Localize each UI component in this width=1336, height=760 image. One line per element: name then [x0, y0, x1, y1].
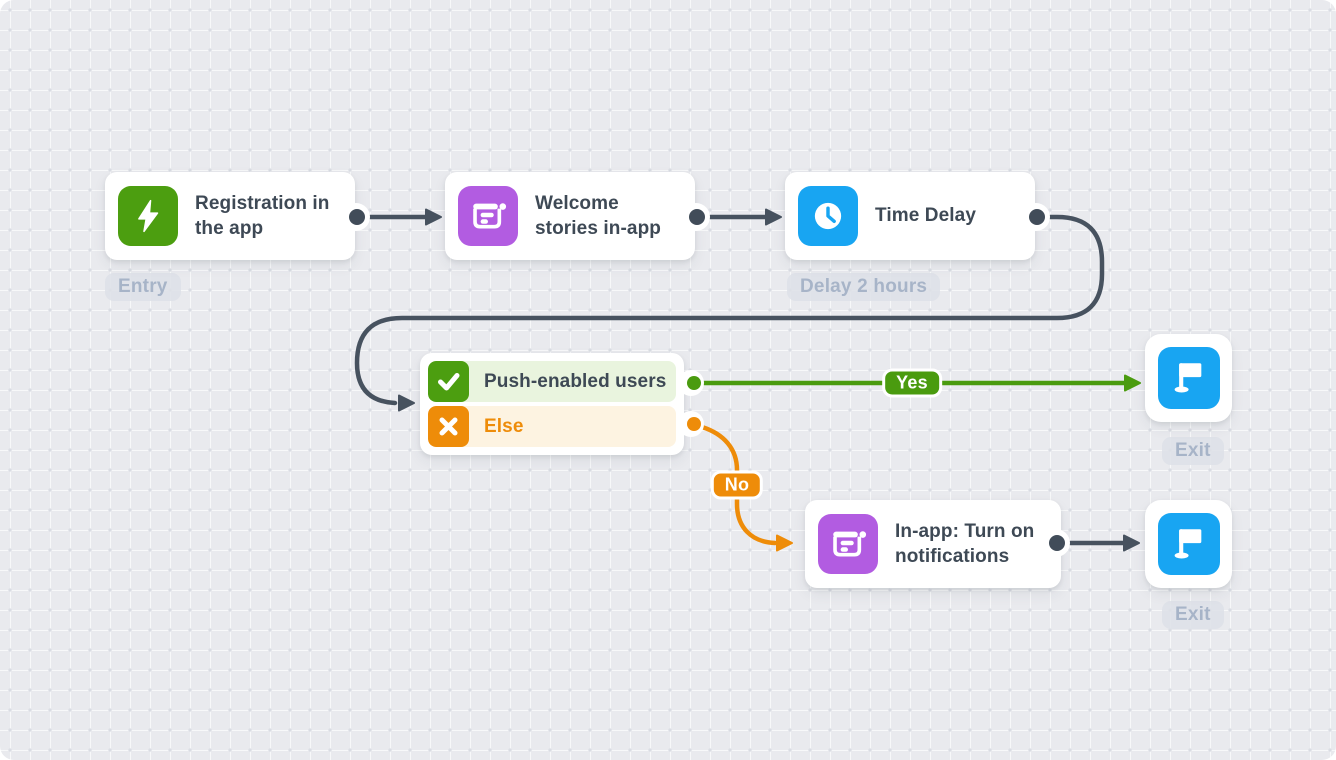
- node-exit-bottom[interactable]: [1145, 500, 1232, 588]
- node-title: In-app: Turn on notifications: [895, 520, 1035, 567]
- node-exit-top[interactable]: [1145, 334, 1232, 422]
- delay-badge: Delay 2 hours: [787, 273, 941, 301]
- node-inapp-notifications[interactable]: In-app: Turn on notifications: [805, 500, 1061, 588]
- arrowhead-icon: [425, 208, 442, 226]
- arrowhead-icon: [398, 394, 415, 412]
- node-title: Welcome stories in-app: [535, 192, 661, 239]
- port-condition-yes-out[interactable]: [687, 376, 701, 390]
- node-welcome-stories[interactable]: Welcome stories in-app: [445, 172, 695, 260]
- lightning-icon: [118, 186, 178, 246]
- in-app-message-icon: [458, 186, 518, 246]
- exit-badge: Exit: [1162, 437, 1224, 465]
- in-app-message-icon: [818, 514, 878, 574]
- clock-icon: [798, 186, 858, 246]
- node-condition[interactable]: Push-enabled users Else: [420, 353, 684, 455]
- arrowhead-icon: [765, 208, 782, 226]
- check-icon: [428, 361, 469, 402]
- entry-badge: Entry: [105, 273, 181, 301]
- branch-label: Else: [484, 415, 524, 437]
- cross-icon: [428, 406, 469, 447]
- node-registration[interactable]: Registration in the app: [105, 172, 355, 260]
- yes-connector-label: Yes: [882, 368, 942, 398]
- flag-icon: [1157, 347, 1220, 409]
- arrowhead-icon: [776, 534, 793, 552]
- arrowhead-icon: [1124, 374, 1141, 392]
- node-title: Registration in the app: [195, 192, 330, 239]
- condition-branch-yes[interactable]: Push-enabled users: [428, 361, 676, 402]
- node-title: Time Delay: [875, 205, 976, 227]
- no-connector-label: No: [710, 470, 764, 500]
- port-condition-else-out[interactable]: [687, 417, 701, 431]
- arrowhead-icon: [1123, 534, 1140, 552]
- flag-icon: [1157, 513, 1220, 575]
- condition-branch-else[interactable]: Else: [428, 406, 676, 447]
- exit-badge: Exit: [1162, 601, 1224, 629]
- branch-label: Push-enabled users: [484, 370, 667, 392]
- node-time-delay[interactable]: Time Delay: [785, 172, 1035, 260]
